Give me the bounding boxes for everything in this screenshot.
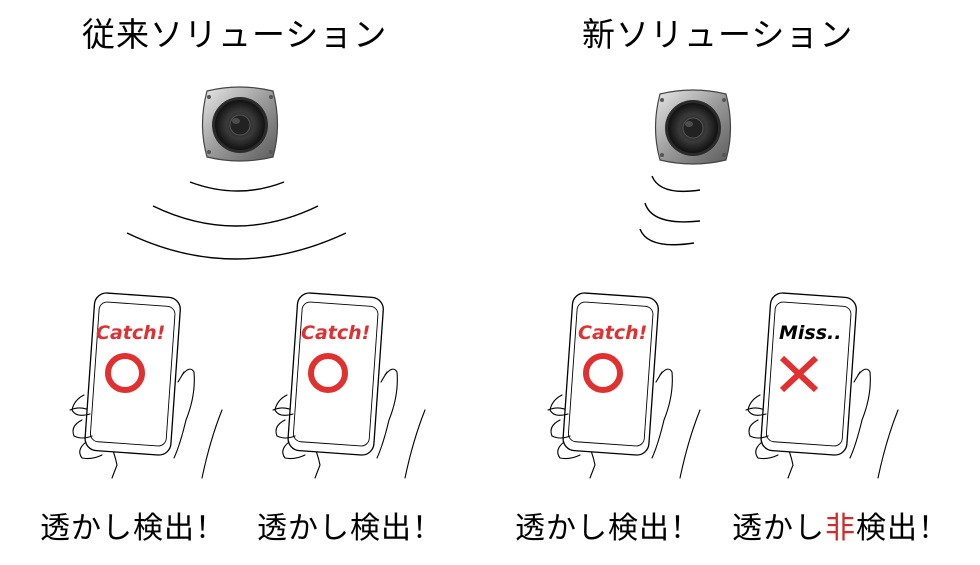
caption-detected-1: 透かし検出！ <box>40 511 226 546</box>
speaker-icon <box>654 89 732 165</box>
phone-in-hand-2 <box>272 292 426 479</box>
miss-cross-icon <box>779 355 819 393</box>
phone-icon <box>760 292 857 456</box>
caption-not-detected-prefix: 透かし <box>732 511 825 546</box>
phone-1-label: Catch! <box>96 322 166 344</box>
speaker-icon <box>201 86 279 162</box>
detected-circle-icon <box>105 353 145 393</box>
caption-not-detected: 透かし非検出！ <box>732 503 949 547</box>
phone-2-label: Catch! <box>301 322 371 344</box>
caption-detected-3: 透かし検出！ <box>515 511 701 546</box>
phone-in-hand-3 <box>547 292 701 479</box>
old-solution-title: 従来ソリューション <box>82 15 388 54</box>
narrow-sound-waves <box>639 175 701 246</box>
phone-icon <box>562 292 659 456</box>
phone-icon <box>84 292 181 456</box>
new-solution-title: 新ソリューション <box>582 15 854 54</box>
phone-group <box>69 292 899 479</box>
phone-icon <box>287 292 384 456</box>
phone-4-label: Miss.. <box>779 322 842 344</box>
caption-negation: 非 <box>825 511 856 546</box>
caption-detected-2: 透かし検出！ <box>257 511 443 546</box>
detected-circle-icon <box>308 353 348 393</box>
phone-in-hand-1 <box>69 292 223 479</box>
wide-sound-waves <box>126 181 347 260</box>
phone-in-hand-4 <box>745 292 899 479</box>
phone-3-label: Catch! <box>578 322 648 344</box>
caption-not-detected-suffix: 検出！ <box>856 511 949 546</box>
detected-circle-icon <box>583 353 623 393</box>
